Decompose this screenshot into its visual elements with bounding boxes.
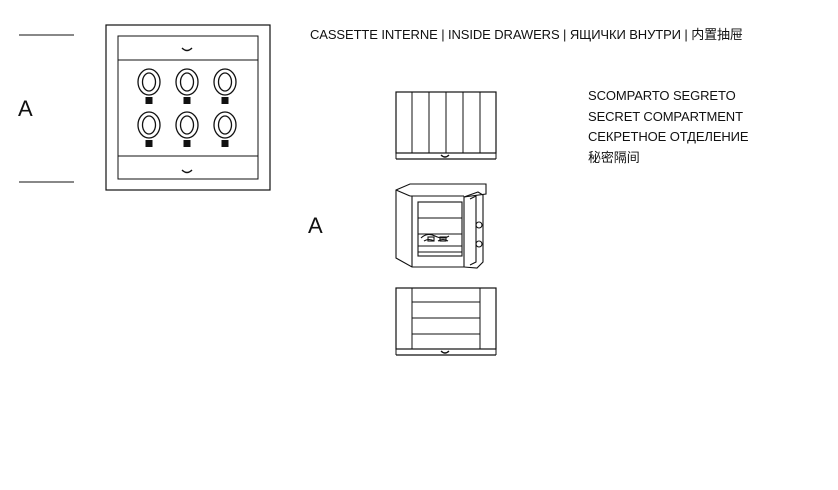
drawer-handle-icon <box>181 47 193 52</box>
drawer-handle-icon <box>440 350 450 354</box>
drawer-handle-icon <box>181 169 193 174</box>
section-marker-center: A <box>308 213 323 238</box>
winder-button-icon <box>145 97 153 104</box>
watch-winder-icon <box>213 111 237 147</box>
watch-winder-icon <box>175 111 199 147</box>
secret-compartment-line-it: SCOMPARTO SEGRETO <box>588 88 736 103</box>
secret-compartment-line-ru: СЕКРЕТНОЕ ОТДЕЛЕНИЕ <box>588 129 749 144</box>
secret-compartment-label: SCOMPARTO SEGRETO SECRET COMPARTMENT СЕК… <box>588 86 749 168</box>
watch-winder-grid <box>137 68 237 147</box>
watch-winder-icon <box>213 68 237 104</box>
winder-front-view <box>105 24 271 191</box>
winder-button-icon <box>221 97 229 104</box>
winder-button-icon <box>183 140 191 147</box>
winder-button-icon <box>145 140 153 147</box>
watch-winder-icon <box>137 111 161 147</box>
drawer-unit-bottom-view <box>395 287 497 356</box>
watch-winder-icon <box>175 68 199 104</box>
page-title: CASSETTE INTERNE | INSIDE DRAWERS | ЯЩИЧ… <box>310 27 743 42</box>
section-marker-left: A <box>18 96 33 121</box>
watch-winder-icon <box>137 68 161 104</box>
secret-compartment-line-en: SECRET COMPARTMENT <box>588 108 743 124</box>
secret-compartment-line-zh: 秘密隔间 <box>588 149 640 165</box>
winder-button-icon <box>221 140 229 147</box>
drawer-unit-top-view <box>395 91 497 160</box>
winder-button-icon <box>183 97 191 104</box>
safe-open-icon <box>395 183 487 269</box>
drawer-handle-icon <box>440 154 450 158</box>
